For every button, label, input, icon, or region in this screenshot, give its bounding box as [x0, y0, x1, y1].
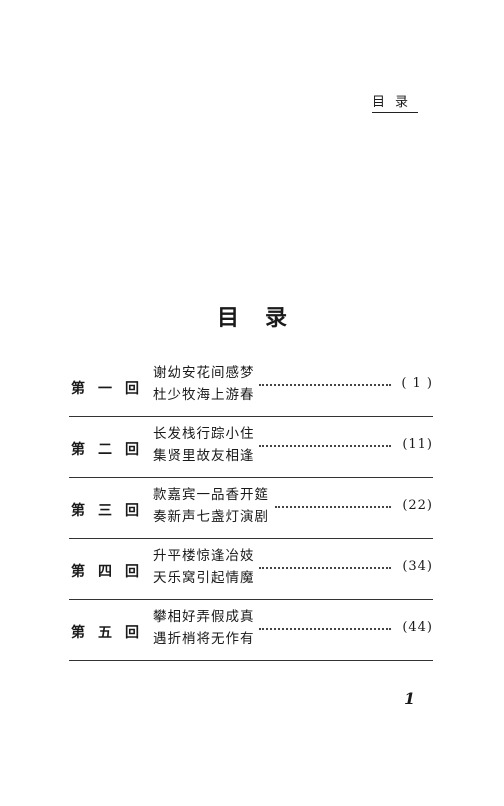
dot-leader: [259, 567, 391, 569]
chapter-title-line: 款嘉宾一品香开筵: [153, 487, 269, 503]
dot-leader: [259, 628, 391, 630]
chapter-titles: 款嘉宾一品香开筵 奏新声七盏灯演剧: [153, 484, 269, 528]
page-number: (22): [402, 498, 433, 513]
dot-leader: [275, 506, 391, 508]
chapter-title-line: 谢幼安花间感梦: [153, 365, 255, 381]
dot-leader: [259, 445, 391, 447]
chapter-label: 第五回: [71, 625, 139, 641]
chapter-titles: 升平楼惊逢冶妓 天乐窝引起情魔: [153, 545, 255, 589]
chapter-label: 第四回: [71, 564, 139, 580]
chapter-title-line: 长发栈行踪小住: [153, 426, 255, 442]
chapter-label: 第一回: [71, 381, 139, 397]
chapter-label: 第二回: [71, 442, 139, 458]
table-of-contents: 第一回 谢幼安花间感梦 杜少牧海上游春 ( 1 ) 第二回 长发栈行踪小住 集贤…: [69, 356, 433, 661]
toc-entry[interactable]: 第四回 升平楼惊逢冶妓 天乐窝引起情魔 (34): [69, 539, 433, 600]
chapter-label: 第三回: [71, 503, 139, 519]
toc-entry[interactable]: 第二回 长发栈行踪小住 集贤里故友相逢 (11): [69, 417, 433, 478]
page-number: (44): [402, 620, 433, 635]
chapter-title-line: 集贤里故友相逢: [153, 448, 255, 464]
toc-entry[interactable]: 第五回 攀相好弄假成真 遇折梢将无作有 (44): [69, 600, 433, 661]
chapter-title-line: 攀相好弄假成真: [153, 609, 255, 625]
page-number: (11): [402, 437, 433, 452]
toc-entry[interactable]: 第三回 款嘉宾一品香开筵 奏新声七盏灯演剧 (22): [69, 478, 433, 539]
chapter-titles: 攀相好弄假成真 遇折梢将无作有: [153, 606, 255, 650]
chapter-title-line: 奏新声七盏灯演剧: [153, 509, 269, 525]
page-folio: 1: [404, 689, 416, 708]
page-number: (34): [402, 559, 433, 574]
page-number: ( 1 ): [401, 376, 433, 391]
page-title: 目录: [216, 305, 313, 331]
chapter-title-line: 升平楼惊逢冶妓: [153, 548, 255, 564]
chapter-title-line: 天乐窝引起情魔: [153, 570, 255, 586]
toc-entry[interactable]: 第一回 谢幼安花间感梦 杜少牧海上游春 ( 1 ): [69, 356, 433, 417]
running-header: 目录: [372, 96, 419, 113]
chapter-titles: 长发栈行踪小住 集贤里故友相逢: [153, 423, 255, 467]
chapter-title-line: 遇折梢将无作有: [153, 631, 255, 647]
chapter-title-line: 杜少牧海上游春: [153, 387, 255, 403]
chapter-titles: 谢幼安花间感梦 杜少牧海上游春: [153, 362, 255, 406]
dot-leader: [259, 384, 391, 386]
